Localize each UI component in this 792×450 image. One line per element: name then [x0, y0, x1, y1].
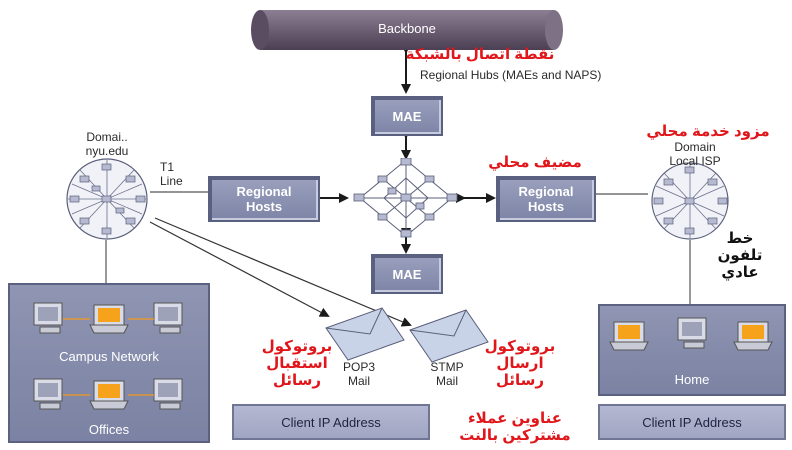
regional-hosts-right-arabic: مضيف محلي [488, 154, 582, 171]
pop3-arabic-3: رسائل [272, 372, 322, 389]
stmp-line2: Mail [435, 374, 458, 388]
stmp-envelope-icon [409, 309, 489, 363]
right-domain-line1: Domain [674, 140, 716, 154]
right-domain-arabic: مزود خدمة محلي [646, 123, 770, 140]
stmp-arabic-1: بروتوكول [484, 338, 556, 355]
t1-line-label: T1 Line [160, 160, 200, 188]
mae-top-box: MAE [371, 96, 443, 136]
t1-line2: Line [160, 174, 183, 188]
regional-hosts-left-box: Regional Hosts [208, 176, 320, 222]
regional-hosts-right-box: Regional Hosts [496, 176, 596, 222]
pop3-envelope-icon [325, 307, 405, 361]
campus-network-label: Campus Network [59, 349, 159, 364]
t1-line1: T1 [160, 160, 175, 174]
client-note-arabic: عناوين عملاء مشتركين بالنت [436, 410, 594, 444]
left-domain-label: Domai.. nyu.edu [60, 130, 154, 158]
pop3-arabic-2: استقبال [266, 355, 328, 372]
pop3-line1: POP3 [342, 360, 375, 374]
hubs-label: Regional Hubs (MAEs and NAPS) [420, 68, 602, 82]
offices-label: Offices [88, 422, 130, 437]
right-domain-line2: Local ISP [669, 154, 721, 168]
phone-line-arabic-2: تلفون [717, 247, 763, 264]
phone-line-arabic-1: خط [726, 230, 754, 247]
stmp-label: STMP Mail [424, 360, 470, 388]
client-ip-left-box: Client IP Address [232, 404, 430, 440]
client-ip-right-box: Client IP Address [598, 404, 786, 440]
pop3-line2: Mail [347, 374, 370, 388]
left-domain-line2: nyu.edu [85, 144, 129, 158]
hubs-arabic-label: نقطة اتصال بالشبكة [405, 46, 555, 63]
pop3-arabic: بروتوكول استقبال رسائل [252, 338, 342, 389]
pop3-label: POP3 Mail [336, 360, 382, 388]
campus-computers [33, 302, 183, 410]
pop3-arabic-1: بروتوكول [261, 338, 333, 355]
left-domain-line1: Domai.. [86, 130, 128, 144]
stmp-line1: STMP [430, 360, 464, 374]
right-domain-globe-icon [651, 162, 729, 240]
backbone-cylinder [251, 10, 563, 50]
central-hub-icon [353, 158, 458, 238]
stmp-arabic-3: رسائل [495, 372, 545, 389]
mae-bottom-box: MAE [371, 254, 443, 294]
client-note-arabic-1: عناوين عملاء [468, 410, 562, 427]
client-note-arabic-2: مشتركين بالنت [459, 427, 571, 444]
phone-line-arabic-3: عادي [721, 264, 759, 281]
backbone-label: Backbone [378, 21, 436, 36]
home-label: Home [674, 372, 710, 387]
phone-line-arabic: خط تلفون عادي [700, 230, 780, 281]
home-computers [609, 317, 773, 351]
left-domain-globe-icon [66, 158, 148, 240]
stmp-arabic-2: ارسال [496, 355, 544, 372]
right-domain-label: Domain Local ISP [650, 140, 740, 168]
stmp-arabic: بروتوكول ارسال رسائل [470, 338, 570, 389]
